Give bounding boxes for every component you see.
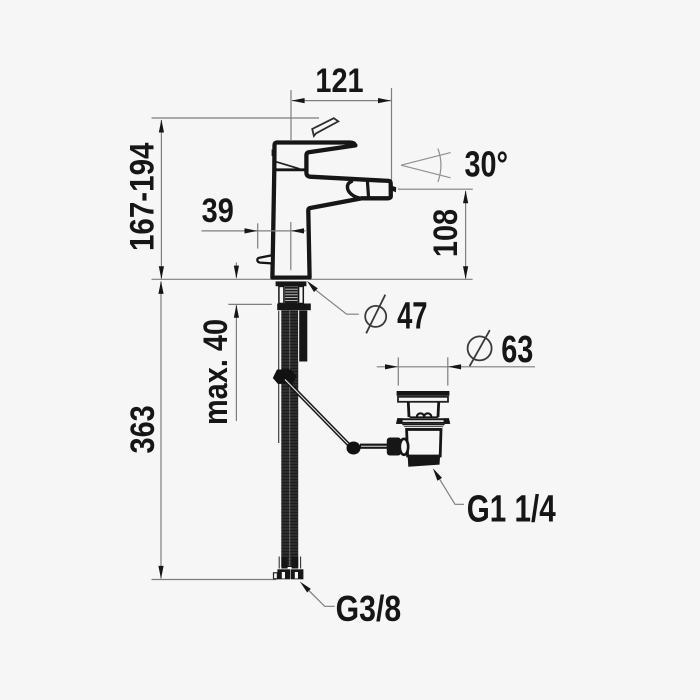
svg-text:121: 121 (315, 61, 363, 100)
svg-text:G3/8: G3/8 (336, 589, 402, 629)
svg-text:63: 63 (501, 328, 533, 371)
svg-text:363: 363 (123, 405, 162, 453)
svg-text:108: 108 (426, 209, 465, 257)
svg-text:G1 1/4: G1 1/4 (467, 488, 556, 530)
svg-text:167-194: 167-194 (123, 142, 161, 251)
svg-text:39: 39 (202, 191, 234, 230)
svg-text:47: 47 (397, 295, 427, 337)
svg-text:max. 40: max. 40 (196, 319, 235, 425)
svg-text:30°: 30° (465, 143, 509, 184)
